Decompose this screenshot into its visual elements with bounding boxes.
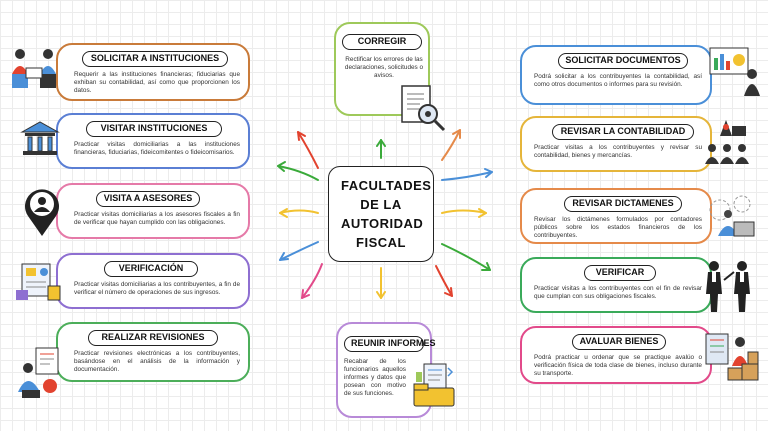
card-title: VISITA A ASESORES (96, 191, 200, 207)
arrow-to-solicitar-documentos (441, 129, 461, 161)
review-reports-icon (709, 195, 755, 237)
card-revisar-dictamenes: REVISAR DICTAMENES Revisar los dictámene… (520, 188, 712, 244)
card-title: VISITAR INSTITUCIONES (86, 121, 222, 137)
card-revisar-contabilidad: REVISAR LA CONTABILIDAD Practicar visita… (520, 116, 712, 172)
verification-documents-icon (16, 263, 61, 301)
card-title: CORREGIR (342, 34, 422, 50)
card-title: VERIFICAR (584, 265, 656, 281)
card-text: Podrá practicar u ordenar que se practiq… (534, 354, 702, 377)
center-node: FACULTADES DE LA AUTORIDAD FISCAL (328, 166, 434, 262)
electronic-review-person-icon (18, 347, 59, 398)
card-avaluar-bienes: AVALUAR BIENES Podrá practicar u ordenar… (520, 326, 712, 384)
card-text: Practicar visitas domiciliarias a las in… (74, 141, 240, 156)
card-title: REVISAR LA CONTABILIDAD (552, 124, 694, 140)
arrow-to-verificar (441, 243, 491, 271)
arrow-to-avaluar-bienes (435, 265, 453, 297)
arrow-to-revisar-contabilidad (441, 171, 493, 181)
card-text: Practicar visitas domiciliarias a los co… (74, 281, 240, 296)
appraisal-boxes-icon (705, 333, 759, 381)
arrow-to-visita-asesores (279, 209, 319, 214)
card-text: Revisar los dictámenes formulados por co… (534, 216, 702, 239)
card-realizar-revisiones: REALIZAR REVISIONES Practicar revisiones… (56, 322, 250, 382)
card-verificar: VERIFICAR Practicar visitas a los contri… (520, 257, 712, 313)
documents-board-person-icon (709, 47, 760, 96)
advisor-location-pin-icon (25, 189, 60, 236)
card-title: REVISAR DICTAMENES (564, 196, 682, 212)
card-text: Podrá solicitar a los contribuyentes la … (534, 73, 702, 88)
inspectors-icon (706, 261, 750, 312)
card-solicitar-instituciones: SOLICITAR A INSTITUCIONES Requerir a las… (56, 43, 250, 101)
bank-building-icon (20, 121, 60, 155)
card-text: Rectificar los errores de las declaracio… (344, 56, 424, 79)
arrow-to-realizar-revisiones (301, 263, 323, 299)
card-title: SOLICITAR A INSTITUCIONES (82, 51, 228, 67)
card-visitar-instituciones: VISITAR INSTITUCIONES Practicar visitas … (56, 113, 250, 169)
card-text: Recabar de los funcionarios aquellos inf… (344, 358, 406, 397)
card-reunir-informes: REUNIR INFORMES Recabar de los funcionar… (336, 322, 436, 418)
arrow-to-solicitar-instituciones (297, 131, 319, 169)
meeting-people-icon (12, 49, 56, 88)
card-title: VERIFICACIÓN (104, 261, 198, 277)
card-text: Requerir a las instituciones financieras… (74, 71, 240, 94)
card-title: SOLICITAR DOCUMENTOS (558, 53, 688, 69)
card-title: REALIZAR REVISIONES (88, 330, 218, 346)
center-title: FACULTADES DE LA AUTORIDAD FISCAL (341, 178, 432, 250)
accounting-team-icon (705, 120, 749, 164)
card-title: REUNIR INFORMES (344, 336, 436, 352)
arrow-to-visitar-instituciones (277, 165, 319, 181)
arrow-to-verificacion (279, 241, 319, 261)
card-visita-asesores: VISITA A ASESORES Practicar visitas domi… (56, 183, 250, 239)
card-text: Practicar visitas a los contribuyentes y… (534, 144, 702, 159)
card-text: Practicar visitas a los contribuyentes c… (534, 285, 702, 300)
card-text: Practicar revisiones electrónicas a los … (74, 350, 240, 373)
card-verificacion: VERIFICACIÓN Practicar visitas domicilia… (56, 253, 250, 309)
report-folder-icon (413, 363, 455, 407)
card-text: Practicar visitas domiciliarias a los as… (74, 211, 240, 226)
document-magnifier-icon (401, 85, 446, 132)
card-title: AVALUAR BIENES (572, 334, 666, 350)
card-solicitar-documentos: SOLICITAR DOCUMENTOS Podrá solicitar a l… (520, 45, 712, 105)
arrow-to-revisar-dictamenes (441, 209, 487, 214)
